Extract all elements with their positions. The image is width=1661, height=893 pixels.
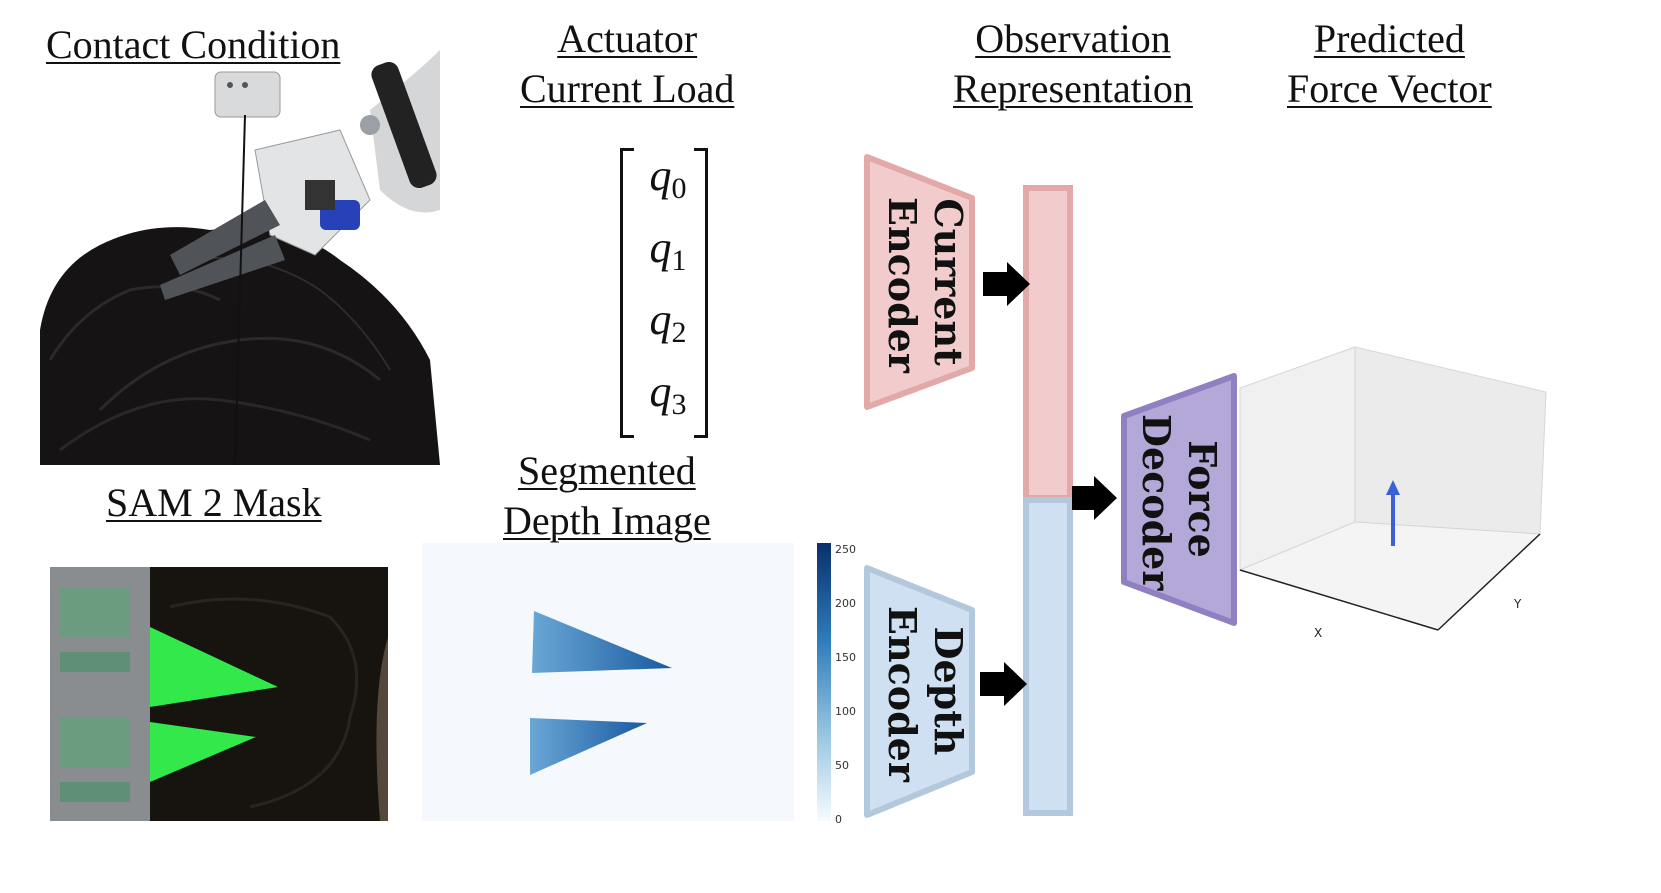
q2-element: q2 xyxy=(649,295,687,350)
colorbar-tick: 150 xyxy=(835,651,856,664)
plot3d-back-right-pane xyxy=(1354,346,1547,535)
depth-feature-segment xyxy=(1023,497,1073,816)
colorbar-tick: 100 xyxy=(835,705,856,718)
depth-colorbar xyxy=(817,543,831,821)
q1-element: q1 xyxy=(649,223,687,278)
segmented-depth-image xyxy=(422,543,794,821)
sam-2-mask-heading: SAM 2 Mask xyxy=(106,480,322,525)
contact-condition-heading: Contact Condition xyxy=(46,22,341,67)
colorbar-tick: 250 xyxy=(835,543,856,556)
observation-representation-heading: Observation Representation xyxy=(953,16,1193,111)
sam-2-mask-photo xyxy=(50,567,388,821)
plot3d-y-axis-line xyxy=(1437,533,1541,631)
force-vector-head xyxy=(1386,480,1400,495)
colorbar-tick: 0 xyxy=(835,813,842,826)
q0-element: q0 xyxy=(649,151,687,206)
plot3d-floor-pane xyxy=(1238,521,1542,631)
colorbar-tick: 50 xyxy=(835,759,849,772)
arrow-representation-to-decoder xyxy=(1072,476,1117,520)
right-bracket xyxy=(694,148,708,438)
left-bracket xyxy=(620,148,634,438)
contact-condition-photo xyxy=(40,30,440,465)
plot3d-x-label: X xyxy=(1314,626,1323,640)
actuator-current-load-heading: Actuator Current Load xyxy=(520,16,735,111)
current-encoder-label: Current Encoder xyxy=(880,197,971,373)
plot3d-x-axis-line xyxy=(1239,569,1439,631)
plot3d-back-left-pane xyxy=(1239,346,1356,571)
depth-encoder-label: Depth Encoder xyxy=(880,606,971,782)
q3-element: q3 xyxy=(649,367,687,422)
segmented-depth-image-heading: Segmented Depth Image xyxy=(503,448,711,543)
plot3d-y-label: Y xyxy=(1514,597,1522,611)
colorbar-tick: 200 xyxy=(835,597,856,610)
arrow-depth-to-representation xyxy=(980,662,1027,706)
force-decoder-label: Force Decoder xyxy=(1134,414,1225,591)
current-load-vector: q0 q1 q2 q3 xyxy=(620,148,708,438)
arrow-current-to-representation xyxy=(983,262,1030,306)
predicted-force-vector-heading: Predicted Force Vector xyxy=(1287,16,1492,111)
current-feature-segment xyxy=(1023,185,1073,501)
